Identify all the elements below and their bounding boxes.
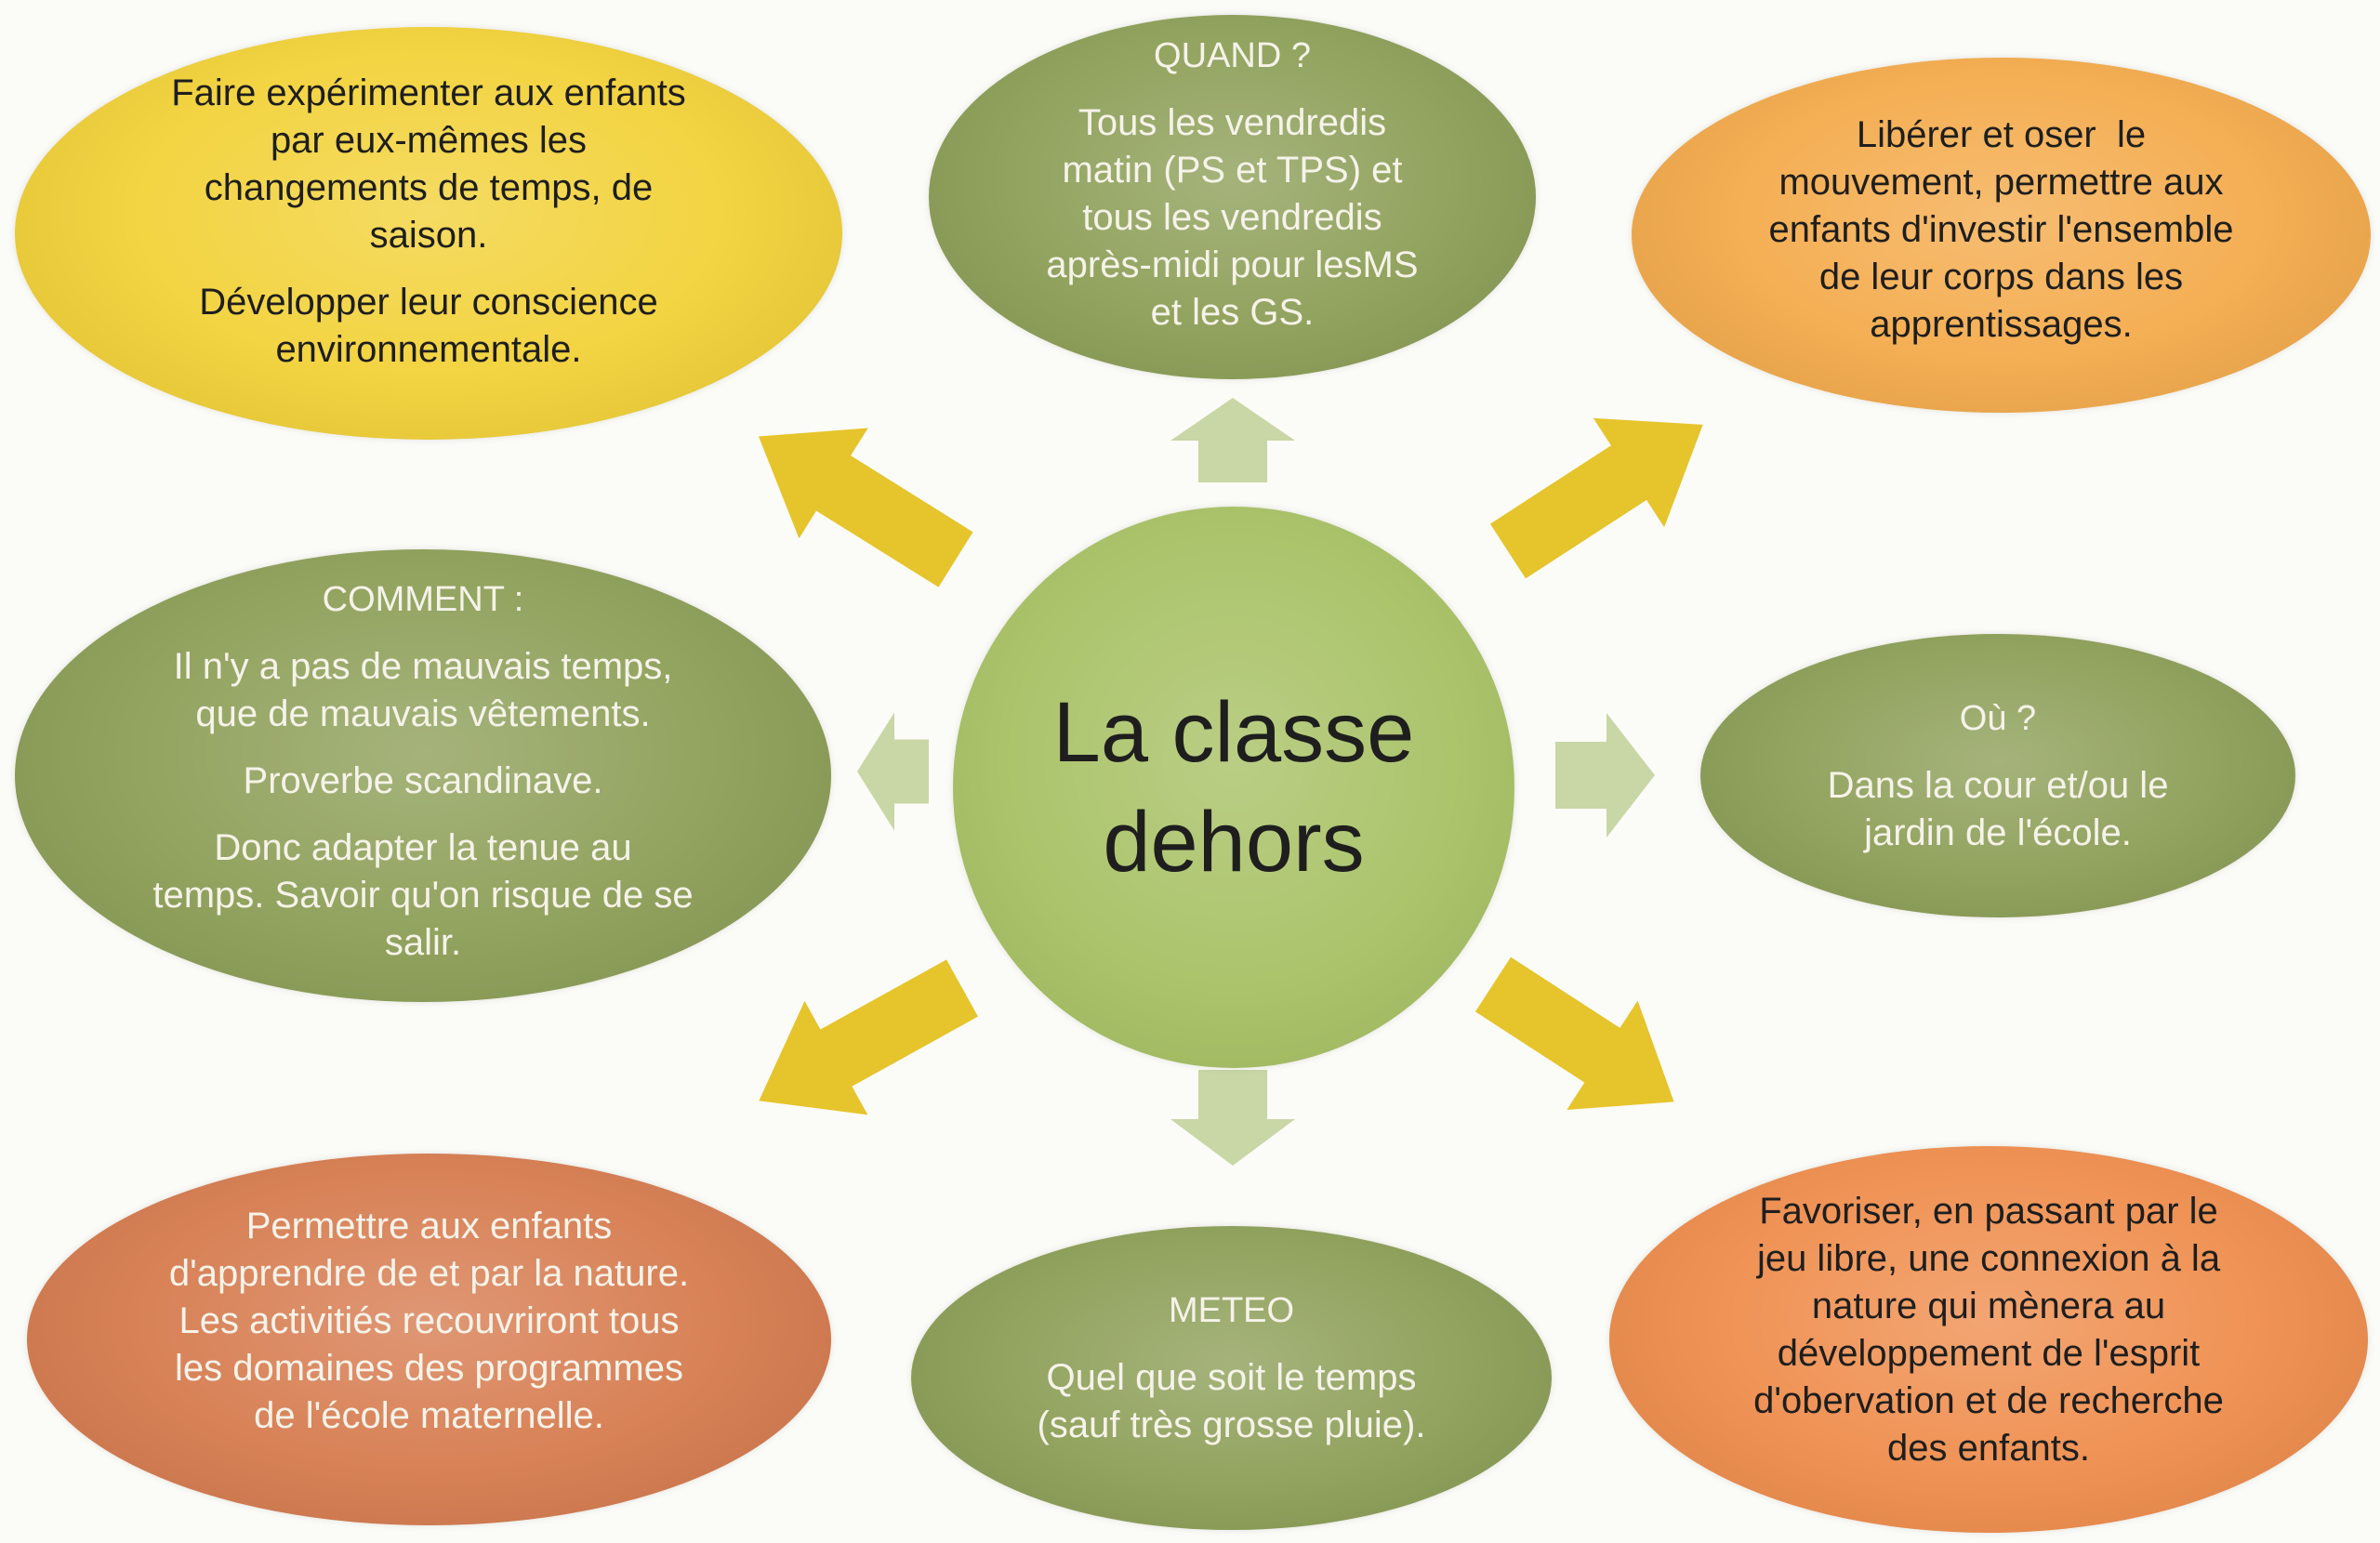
text-line: nature qui mènera au xyxy=(1811,1286,2166,1326)
arrow-upper-right-shape xyxy=(1489,417,1703,579)
text-line: après-midi pour lesMS xyxy=(1046,244,1419,285)
text-line: Il n'y a pas de mauvais temps, xyxy=(173,645,673,687)
text-line: d'obervation et de recherche xyxy=(1753,1380,2224,1421)
paragraph: Proverbe scandinave. xyxy=(244,758,603,805)
paragraph: Développer leur conscience environnement… xyxy=(199,279,658,374)
center-title-line-1: La classe xyxy=(1052,685,1415,780)
bubble-heading: QUAND ? xyxy=(1154,35,1311,75)
text-line: de l'école maternelle. xyxy=(254,1394,604,1436)
arrow-up xyxy=(1170,398,1295,482)
text-line: Permettre aux enfants xyxy=(245,1205,613,1246)
text-line: saison. xyxy=(369,214,488,256)
text-line: des enfants. xyxy=(1887,1428,2090,1469)
arrow-lower-left xyxy=(759,959,978,1115)
paragraph: Donc adapter la tenue au temps. Savoir q… xyxy=(152,824,693,967)
arrow-down-shape xyxy=(1170,1070,1295,1166)
bubble-movement: Libérer et oser le mouvement, permettre … xyxy=(1632,58,2371,413)
paragraph: Il n'y a pas de mauvais temps, que de ma… xyxy=(174,643,673,738)
text-line: enfants d'investir l'ensemble xyxy=(1768,208,2234,250)
arrow-lower-right xyxy=(1474,956,1674,1110)
text-line: salir. xyxy=(384,921,462,963)
center-circle: La classe dehors xyxy=(953,507,1514,1068)
bubble-heading: Où ? xyxy=(1959,698,2037,738)
arrow-upper-left xyxy=(758,428,973,587)
text-line: Développer leur conscience xyxy=(199,281,658,323)
paragraph: Faire expérimenter aux enfants par eux-m… xyxy=(171,70,686,259)
text-line: développement de l'esprit xyxy=(1777,1333,2201,1374)
text-line: et les GS. xyxy=(1150,291,1315,333)
text-line: Faire expérimenter aux enfants xyxy=(171,72,686,113)
text-line: Quel que soit le temps xyxy=(1046,1356,1417,1398)
paragraph: Permettre aux enfants d'apprendre de et … xyxy=(169,1203,689,1440)
text-line: jardin de l'école. xyxy=(1864,811,2132,853)
text-line: par eux-mêmes les xyxy=(270,119,588,161)
arrow-up-shape xyxy=(1170,398,1295,482)
arrow-upper-left-shape xyxy=(758,428,973,587)
center-title-line-2: dehors xyxy=(1103,795,1365,890)
text-line: temps. Savoir qu'on risque de se xyxy=(152,874,694,916)
bubble-heading: COMMENT : xyxy=(322,579,524,619)
arrow-right-shape xyxy=(1555,713,1655,837)
arrow-lower-right-shape xyxy=(1474,956,1674,1110)
bubble-quand: QUAND ? Tous les vendredis matin (PS et … xyxy=(929,15,1536,379)
text-line: que de mauvais vêtements. xyxy=(195,692,651,734)
bubble-meteo: METEO Quel que soit le temps (sauf très … xyxy=(911,1226,1552,1530)
text-line: de leur corps dans les xyxy=(1818,256,2184,297)
text-line: (sauf très grosse pluie). xyxy=(1037,1404,1426,1445)
text-line: Tous les vendredis xyxy=(1078,101,1387,143)
arrow-down xyxy=(1170,1070,1295,1166)
text-line: jeu libre, une connexion à la xyxy=(1756,1238,2221,1279)
bubble-ou: Où ? Dans la cour et/ou le jardin de l'é… xyxy=(1700,634,2295,917)
paragraph: Favoriser, en passant par le jeu libre, … xyxy=(1753,1188,2224,1472)
text-line: Proverbe scandinave. xyxy=(243,759,603,801)
text-line: changements de temps, de xyxy=(204,166,654,208)
text-line: Dans la cour et/ou le xyxy=(1827,764,2169,806)
text-line: environnementale. xyxy=(275,328,582,370)
text-line: Favoriser, en passant par le xyxy=(1759,1191,2218,1232)
text-line: matin (PS et TPS) et xyxy=(1062,149,1403,191)
text-line: Donc adapter la tenue au xyxy=(214,826,632,868)
arrow-upper-right xyxy=(1489,417,1703,579)
arrow-left-shape xyxy=(857,712,929,831)
paragraph: Libérer et oser le mouvement, permettre … xyxy=(1769,112,2234,349)
text-line: d'apprendre de et par la nature. xyxy=(168,1252,690,1294)
text-line: apprentissages. xyxy=(1870,303,2133,345)
text-line: Libérer et oser le xyxy=(1856,113,2147,155)
paragraph: Tous les vendredis matin (PS et TPS) et … xyxy=(1046,99,1418,336)
bubble-weather-awareness: Faire expérimenter aux enfants par eux-m… xyxy=(15,27,842,440)
arrow-right xyxy=(1555,713,1655,837)
paragraph: Dans la cour et/ou le jardin de l'école. xyxy=(1828,762,2169,857)
text-line: Les activitiés recouvriront tous xyxy=(178,1299,680,1341)
arrow-left xyxy=(857,712,929,831)
text-line: mouvement, permettre aux xyxy=(1778,161,2224,203)
bubble-free-play: Favoriser, en passant par le jeu libre, … xyxy=(1609,1146,2368,1533)
bubble-nature-learning: Permettre aux enfants d'apprendre de et … xyxy=(27,1154,831,1525)
bubble-heading: METEO xyxy=(1168,1290,1295,1330)
paragraph: Quel que soit le temps (sauf très grosse… xyxy=(1038,1354,1426,1449)
text-line: tous les vendredis xyxy=(1082,196,1382,238)
text-line: les domaines des programmes xyxy=(175,1347,683,1389)
arrow-lower-left-shape xyxy=(759,959,978,1115)
bubble-comment: COMMENT : Il n'y a pas de mauvais temps,… xyxy=(15,549,831,1002)
